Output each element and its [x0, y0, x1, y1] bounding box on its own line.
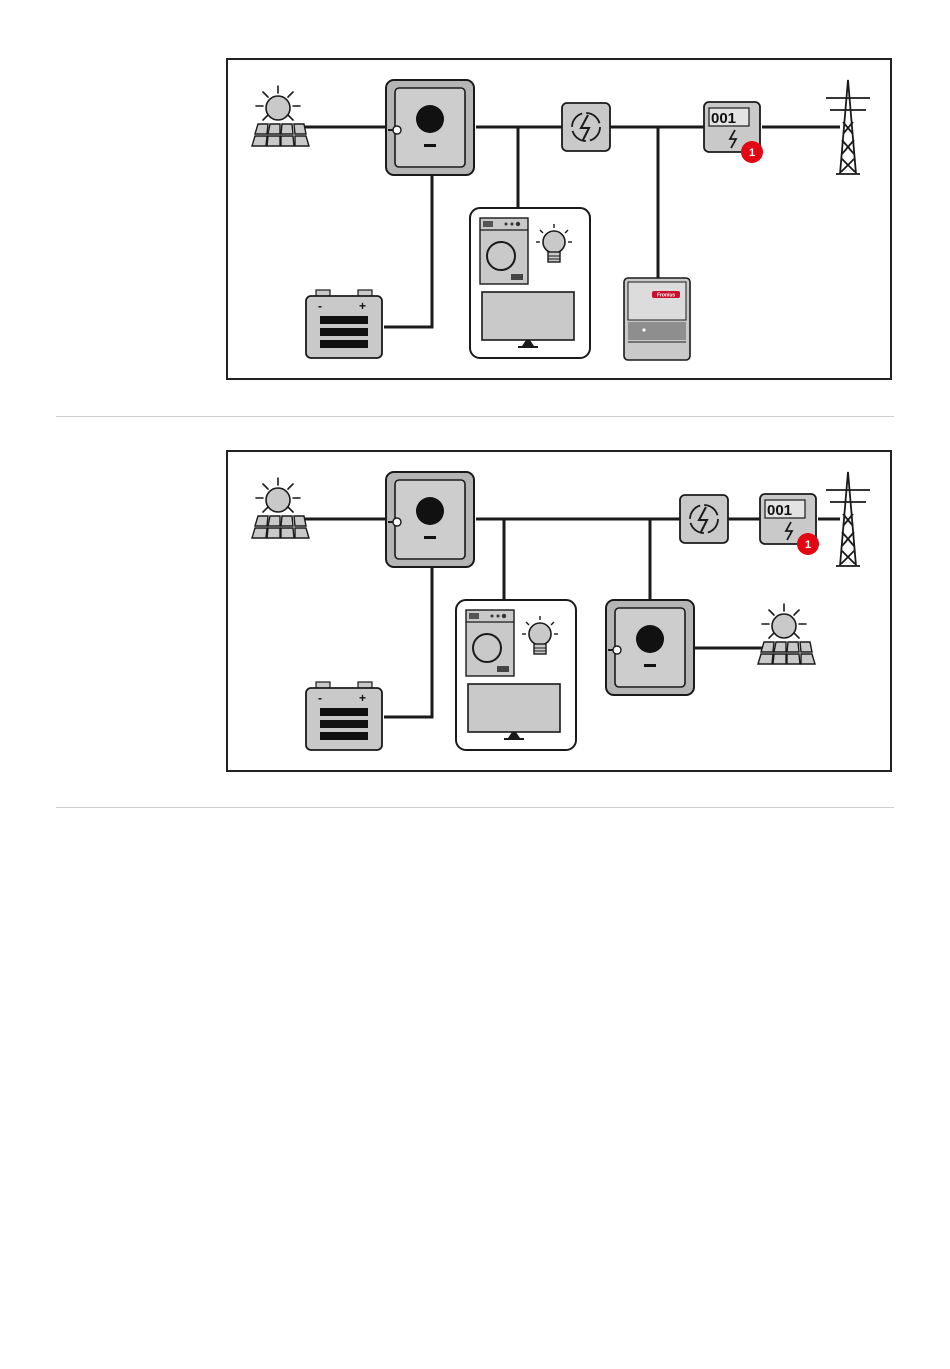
hybrid-inverter-icon	[386, 80, 474, 175]
household-loads-icon	[456, 600, 576, 750]
energy-meter-icon: 001 1	[704, 102, 763, 163]
battery-icon: - +	[306, 290, 382, 358]
section-divider	[56, 807, 894, 808]
meter-badge-label: 1	[749, 147, 755, 159]
diagram-1-canvas: 001 1	[228, 60, 894, 382]
grid-switch-icon	[680, 495, 728, 543]
energy-meter-icon: 001 1	[760, 494, 819, 555]
battery-plus: +	[359, 299, 366, 313]
pv-array-icon	[252, 86, 309, 146]
battery-icon: - +	[306, 682, 382, 750]
ohmpilot-icon: Fronius	[624, 278, 690, 360]
meter-badge-label: 1	[805, 539, 811, 551]
meter-digits: 001	[767, 502, 792, 519]
hybrid-inverter-icon	[386, 472, 474, 567]
second-inverter-icon	[606, 600, 694, 695]
diagram-topology-2: 001 1	[226, 450, 892, 772]
pv-array-icon	[252, 478, 309, 538]
device-brand: Fronius	[657, 293, 676, 299]
diagram-2-canvas: 001 1	[228, 452, 894, 774]
battery-plus: +	[359, 691, 366, 705]
meter-digits: 001	[711, 110, 736, 127]
diagram-topology-1: 001 1	[226, 58, 892, 380]
pv-array-icon	[758, 604, 815, 664]
battery-minus: -	[318, 691, 322, 705]
grid-switch-icon	[562, 103, 610, 151]
battery-minus: -	[318, 299, 322, 313]
household-loads-icon	[470, 208, 590, 358]
section-divider	[56, 416, 894, 417]
